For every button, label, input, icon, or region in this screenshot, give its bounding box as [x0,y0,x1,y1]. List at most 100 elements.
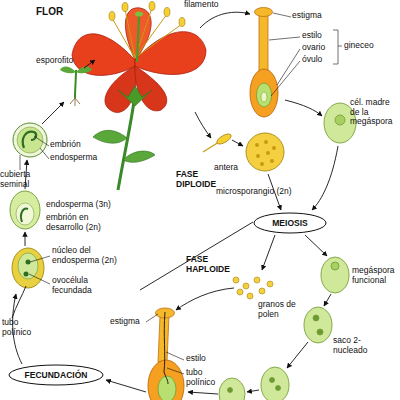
cycle-arrows [247,390,259,392]
stage-name: FECUNDACIÓN [25,370,88,380]
cycle-arrows [312,146,338,210]
flower-drawing [135,12,143,17]
part-label: embrión en desarrollo (2n) [46,213,116,232]
seed-stages [17,127,43,153]
part-label: estigma [292,11,342,21]
part-label: microsporangio (2n) [216,187,316,197]
cycle-arrows [13,12,338,394]
pistil-drawing [333,30,338,64]
part-label: ovario [302,43,342,53]
part-label: óvulo [302,55,342,65]
anther-drawing [256,154,260,158]
pistil-drawing [271,61,300,96]
fertilized-pistil [146,314,184,374]
seed-stages [20,136,49,170]
pollen-grains [233,277,273,299]
pistil-drawing [269,13,342,96]
flower-drawing [135,24,182,58]
flower-drawing [179,18,185,27]
seed-stages [12,248,44,288]
seed-stages [26,260,31,265]
flower-drawing [149,2,155,11]
cycle-arrows [188,392,218,394]
part-label: antera [214,163,254,173]
seed-stages [29,274,50,284]
seed-stages [23,132,36,148]
stage-oval: MEIOSIS [253,212,327,234]
flower-drawing [122,3,128,12]
stage-oval: FECUNDACIÓN [8,364,104,386]
pistil-drawing [261,92,267,102]
part-label: megáspora funcional [352,266,400,285]
anther-drawing [264,140,268,144]
pollen-grains [254,277,260,283]
flower-drawing [164,8,170,17]
megaspore-cells [276,386,281,391]
cycle-arrows [200,12,250,28]
fertilized-pistil [158,316,169,362]
part-label: estilo [302,31,342,41]
seed-stages [18,253,38,279]
oval-text-holder: MEIOSIS [253,212,327,234]
part-label: saco 2-nucleado [333,336,385,355]
megaspore-cells [219,103,356,400]
seed-stages [21,209,28,222]
part-label: estilo [186,354,226,364]
megaspore-cells [219,378,245,400]
flower-drawing [118,86,152,106]
oval-outline [9,365,103,385]
part-label: FLOR [36,6,76,17]
megaspore-cells [321,257,349,293]
seed-stages [29,256,50,284]
flower-drawing [123,151,155,162]
cycle-arrows [140,222,253,290]
seed-stages [40,148,49,159]
anther-drawing [246,133,284,171]
flower-drawing [112,8,182,58]
megaspore-cells [261,367,289,400]
fertilized-pistil [146,314,158,322]
cycle-arrows [262,235,275,270]
part-label: FASE HAPLOIDE [186,255,232,274]
cycle-arrows [195,112,211,138]
cycle-arrows [106,380,146,392]
cycle-arrows [324,294,331,306]
part-label: estigma [110,317,150,327]
cycle-arrows [42,102,64,124]
flower-drawing [109,2,185,27]
flower-drawing [93,130,127,143]
megaspore-cells [313,315,319,321]
pollen-grains [243,283,249,289]
pollen-grains [247,293,253,299]
stage-name: MEIOSIS [272,218,307,228]
cycle-arrows [84,60,95,68]
fertilized-pistil [146,308,184,400]
seed-stages [75,70,76,98]
pollen-grains [259,288,265,294]
flower-drawing [125,9,135,58]
fertilized-pistil [164,312,168,384]
anther-drawing [255,143,259,147]
anther-drawing [270,159,274,163]
flower-drawing [135,66,167,111]
part-label: filamento [184,0,244,10]
flower-drawing [112,18,135,58]
part-label: cél. madre de la megáspora [350,98,398,127]
anther-drawing [266,151,270,155]
flower-drawing [105,66,136,112]
pistil-drawing [255,8,273,17]
part-label: FASE DIPLOIDE [176,170,220,189]
flower-drawing [137,16,139,62]
seed-stages [70,98,80,106]
megaspore-cells [335,115,345,125]
pistil-drawing [259,14,268,72]
megaspore-cells [228,388,233,393]
pistil-drawing [250,8,342,118]
part-label: tubo polínico [2,318,42,337]
cycle-arrows [232,140,243,146]
anther-drawing [203,142,219,152]
anther-drawing [272,146,276,150]
anther-drawing [215,132,232,146]
cycle-arrows [285,100,322,116]
